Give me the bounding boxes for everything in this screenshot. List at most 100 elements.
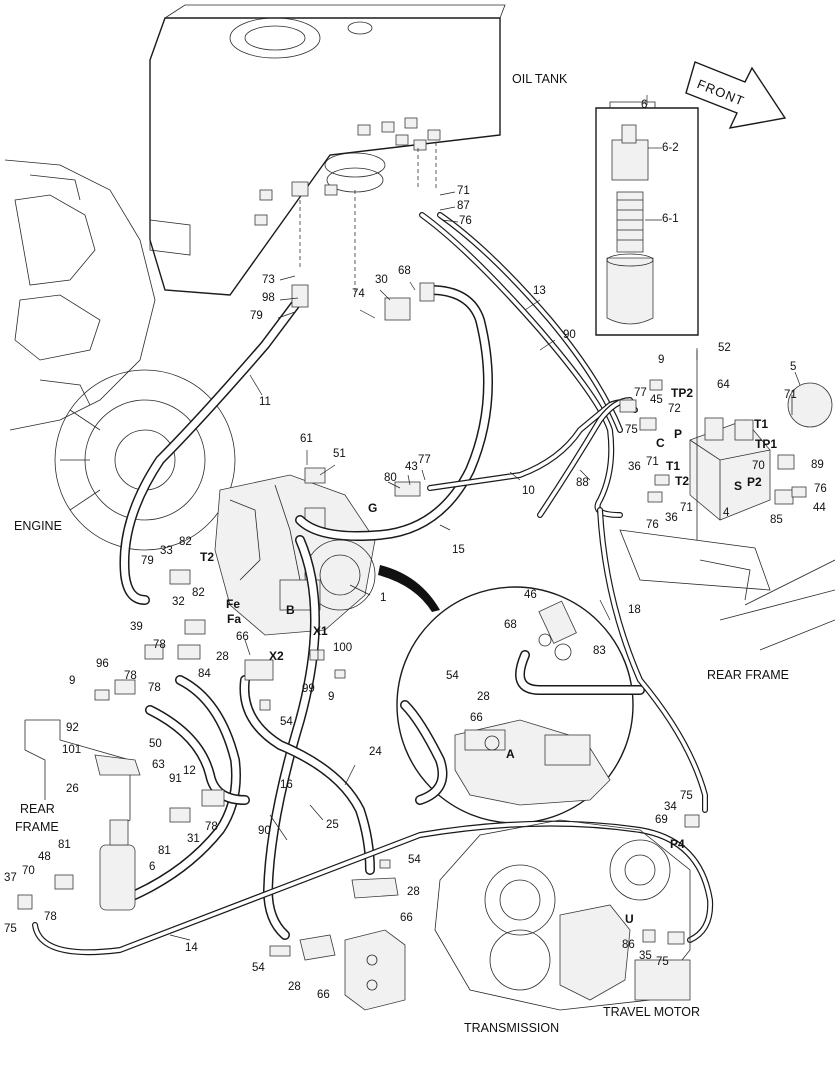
callout-45: 45 <box>650 394 663 406</box>
callout-6: 6 <box>641 99 648 111</box>
callout-87: 87 <box>457 200 470 212</box>
callout-66-b: 66 <box>400 912 413 924</box>
front-arrow <box>685 61 787 129</box>
callout-61: 61 <box>300 433 313 445</box>
transmission <box>434 819 691 1011</box>
port-g: G <box>368 501 378 515</box>
callout-26: 26 <box>66 783 79 795</box>
callout-86: 86 <box>622 939 635 951</box>
callout-9-left: 9 <box>69 675 76 687</box>
callout-73: 73 <box>262 274 275 286</box>
port-tp2: TP2 <box>671 386 694 400</box>
callout-52: 52 <box>718 342 731 354</box>
port-fe: Fe <box>226 597 241 611</box>
callout-31: 31 <box>187 833 200 845</box>
callout-37: 37 <box>4 872 17 884</box>
callout-6-1: 6-1 <box>662 213 679 225</box>
rear-frame-left-label-1: REAR <box>20 802 55 816</box>
callout-28-detail: 28 <box>477 691 490 703</box>
callout-18: 18 <box>628 604 641 616</box>
callout-25: 25 <box>326 819 339 831</box>
callout-90: 90 <box>563 329 576 341</box>
leader-lines <box>169 95 801 941</box>
callout-44: 44 <box>813 502 826 514</box>
callout-48: 48 <box>38 851 51 863</box>
callout-13: 13 <box>533 285 546 297</box>
callout-11: 11 <box>259 396 271 408</box>
callout-79: 79 <box>250 310 263 322</box>
callout-84: 84 <box>198 668 211 680</box>
callout-66-c: 66 <box>317 989 330 1001</box>
callout-82-b: 82 <box>192 587 205 599</box>
callout-71-valve: 71 <box>784 389 797 401</box>
callout-69: 69 <box>655 814 668 826</box>
callout-10: 10 <box>522 485 535 497</box>
rear-frame-left-label-2: FRAME <box>15 820 59 834</box>
callout-54-b: 54 <box>408 854 421 866</box>
callout-66-detail: 66 <box>470 712 483 724</box>
callout-79-pump: 79 <box>141 555 154 567</box>
callout-6-2: 6-2 <box>662 142 679 154</box>
callout-81-b: 81 <box>58 839 71 851</box>
callout-70-left: 70 <box>22 865 35 877</box>
callout-15: 15 <box>452 544 465 556</box>
travel-motor-label: TRAVEL MOTOR <box>603 1005 701 1019</box>
port-t1-upper: T1 <box>754 417 769 431</box>
callout-75-tm: 75 <box>656 956 669 968</box>
callout-34: 34 <box>664 801 677 813</box>
port-s: S <box>734 479 743 493</box>
filter-assembly <box>595 101 699 336</box>
callout-39: 39 <box>130 621 143 633</box>
callout-76-b: 76 <box>646 519 659 531</box>
callout-28: 28 <box>216 651 229 663</box>
port-u: U <box>625 912 634 926</box>
callout-33: 33 <box>160 545 173 557</box>
callout-30: 30 <box>375 274 388 286</box>
callout-4: 4 <box>723 507 730 519</box>
callout-54: 54 <box>280 716 293 728</box>
port-tp1: TP1 <box>755 437 778 451</box>
transmission-label: TRANSMISSION <box>464 1021 560 1035</box>
callout-9-top: 9 <box>658 354 665 366</box>
callout-68-detail: 68 <box>504 619 517 631</box>
callout-77-pump: 77 <box>418 454 431 466</box>
callout-46: 46 <box>524 589 537 601</box>
callout-24: 24 <box>369 746 382 758</box>
port-fa: Fa <box>227 612 242 626</box>
callout-76: 76 <box>459 215 472 227</box>
callout-36-b: 36 <box>665 512 678 524</box>
callout-43: 43 <box>405 461 418 473</box>
detail-circle <box>378 565 645 824</box>
callout-32: 32 <box>172 596 185 608</box>
callout-88: 88 <box>576 477 589 489</box>
callout-81: 81 <box>158 845 171 857</box>
port-p: P <box>674 427 683 441</box>
manifold-block <box>299 877 406 1011</box>
callout-91: 91 <box>169 773 182 785</box>
callout-101: 101 <box>62 744 82 756</box>
callout-54-c: 54 <box>252 962 265 974</box>
callout-9-pump: 9 <box>328 691 335 703</box>
engine-label: ENGINE <box>14 519 62 533</box>
fittings <box>17 282 807 957</box>
callout-77: 77 <box>634 387 647 399</box>
callout-6-tank: 6 <box>149 861 156 873</box>
callout-99: 99 <box>302 683 315 695</box>
port-t2-valve: T2 <box>675 474 690 488</box>
valve-block <box>619 350 835 651</box>
rear-frame-label: REAR FRAME <box>707 668 789 682</box>
callout-75-p4: 75 <box>680 790 693 802</box>
callout-85: 85 <box>770 514 783 526</box>
callout-74: 74 <box>352 288 365 300</box>
port-t2-pump: T2 <box>200 550 215 564</box>
callout-35: 35 <box>639 950 652 962</box>
callout-28-b: 28 <box>407 886 420 898</box>
port-c: C <box>656 436 665 450</box>
callout-51: 51 <box>333 448 346 460</box>
callout-5: 5 <box>790 361 797 373</box>
callout-14: 14 <box>185 942 198 954</box>
callout-82: 82 <box>179 536 192 548</box>
callout-16: 16 <box>280 779 293 791</box>
callout-36: 36 <box>628 461 641 473</box>
